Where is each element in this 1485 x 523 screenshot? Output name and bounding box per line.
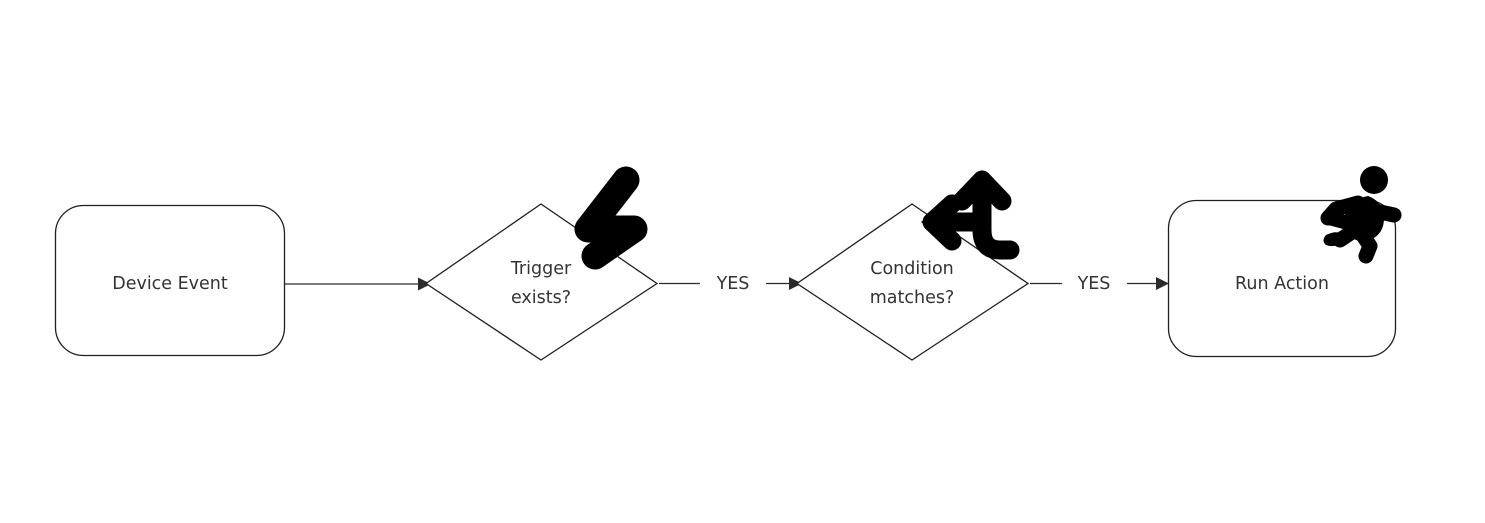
edge-3-arrowhead bbox=[1156, 277, 1169, 290]
branch-arrow-icon bbox=[921, 170, 1020, 260]
edge-condition-to-run-action: YES bbox=[1030, 274, 1169, 294]
lightning-bolt-icon bbox=[574, 166, 648, 270]
trigger-exists-shape bbox=[424, 203, 659, 361]
node-trigger-exists[interactable]: Trigger exists? bbox=[424, 203, 659, 361]
node-condition-matches[interactable]: Condition matches? bbox=[795, 203, 1030, 361]
edge-1-arrowhead bbox=[418, 277, 431, 291]
edge-3-label: YES bbox=[1077, 274, 1111, 294]
condition-matches-label-line1: Condition bbox=[870, 259, 954, 279]
node-device-event[interactable]: Device Event bbox=[54, 204, 286, 357]
condition-matches-label-line2: matches? bbox=[870, 288, 955, 308]
edge-2-label: YES bbox=[716, 274, 750, 294]
edge-trigger-to-condition: YES bbox=[659, 274, 802, 294]
trigger-exists-label-line2: exists? bbox=[511, 288, 571, 308]
trigger-exists-label-line1: Trigger bbox=[510, 259, 572, 279]
edge-2-arrowhead bbox=[789, 277, 802, 290]
device-event-label: Device Event bbox=[112, 274, 228, 294]
device-event-shape bbox=[54, 204, 286, 357]
condition-matches-shape bbox=[795, 203, 1030, 361]
edge-device-event-to-trigger bbox=[285, 277, 431, 291]
running-person-icon bbox=[1320, 166, 1402, 264]
run-action-label: Run Action bbox=[1235, 274, 1329, 294]
